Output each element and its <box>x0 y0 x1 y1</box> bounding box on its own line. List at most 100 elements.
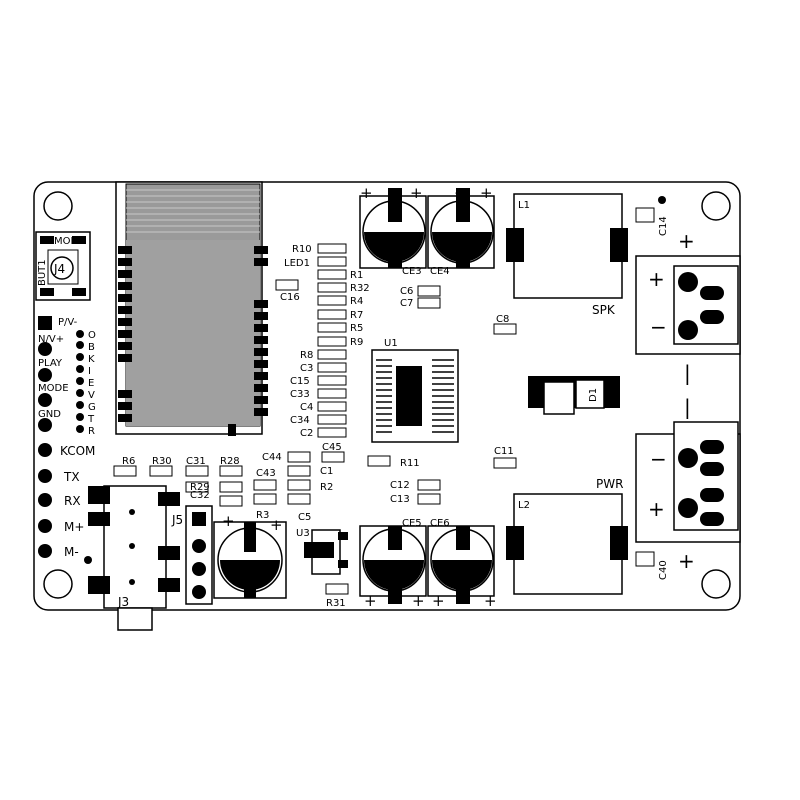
polarity-minus: − <box>650 447 667 471</box>
pin1-dot <box>84 556 92 564</box>
polarity-minus: − <box>650 315 667 339</box>
mounting-hole <box>701 191 731 221</box>
part-label: C1 <box>320 466 333 477</box>
part-label: C45 <box>322 442 342 453</box>
pin-pad <box>38 342 52 356</box>
io-label: KCOM <box>60 444 95 458</box>
part-label: C11 <box>494 446 514 457</box>
part-label: C15 <box>290 376 310 387</box>
part-label: R11 <box>400 458 420 469</box>
part-label: R6 <box>122 456 135 467</box>
polarity-plus: + <box>360 184 373 202</box>
polarity-dash: | <box>684 361 691 385</box>
l1-label: L1 <box>518 200 530 211</box>
part-label: CE4 <box>430 266 450 277</box>
connector-pwr <box>635 421 741 543</box>
pin1-dot <box>658 196 666 204</box>
pin-pad <box>38 418 52 432</box>
pin-pad <box>38 316 52 330</box>
part-label: C5 <box>298 512 311 523</box>
polarity-plus: + <box>484 592 497 610</box>
part-label: R2 <box>320 482 333 493</box>
part-label: C12 <box>390 480 410 491</box>
part-label: CE6 <box>430 518 450 529</box>
io-pad <box>38 443 52 457</box>
mode-button-text: BUT1 <box>37 259 48 286</box>
d1-label: D1 <box>588 388 599 402</box>
part-label: C40 <box>658 560 669 580</box>
side-label: GND <box>38 409 61 420</box>
connector-spk <box>635 255 741 355</box>
polarity-plus: + <box>412 592 425 610</box>
part-label: R30 <box>152 456 172 467</box>
pin-pad <box>38 393 52 407</box>
polarity-dash: | <box>684 395 691 419</box>
io-label: TX <box>63 470 80 484</box>
pin-letter: V <box>88 390 95 401</box>
pin-letter: E <box>88 378 94 389</box>
polarity-plus: + <box>678 549 695 573</box>
part-label: C33 <box>290 389 310 400</box>
regulator-u3 <box>304 529 348 575</box>
part-label: C6 <box>400 286 413 297</box>
j3-label: J3 <box>117 595 129 609</box>
j5-label: J5 <box>171 513 183 527</box>
pin-letter: K <box>88 354 95 365</box>
io-pad <box>38 519 52 533</box>
audio-jack-j3 <box>88 485 180 631</box>
part-label: R10 <box>292 244 312 255</box>
part-label: CE3 <box>402 266 422 277</box>
io-pad <box>38 544 52 558</box>
resistor-column-pads <box>317 243 347 438</box>
trim-pot-r3 <box>213 521 287 599</box>
side-label: P/V- <box>58 317 78 328</box>
polarity-plus: + <box>678 229 695 253</box>
part-label: R1 <box>350 270 363 281</box>
polarity-plus: + <box>410 184 423 202</box>
part-label: LED1 <box>284 258 310 269</box>
part-label: R5 <box>350 323 363 334</box>
bt-module <box>115 181 263 435</box>
polarity-plus: + <box>222 512 235 530</box>
pin-letter: T <box>87 414 95 425</box>
part-label: C44 <box>262 452 282 463</box>
part-label: R28 <box>220 456 240 467</box>
part-label: R4 <box>350 296 363 307</box>
pin-letter: R <box>88 426 95 437</box>
pin-letter: B <box>88 342 95 353</box>
u1-label: U1 <box>384 338 398 349</box>
part-label: C3 <box>300 363 313 374</box>
part-label: R32 <box>350 283 370 294</box>
part-label: C2 <box>300 428 313 439</box>
polarity-plus: + <box>364 592 377 610</box>
polarity-plus: + <box>648 267 665 291</box>
module-pads <box>118 246 268 436</box>
part-label: C13 <box>390 494 410 505</box>
io-label: M- <box>64 545 79 559</box>
mounting-hole <box>43 191 73 221</box>
pin-pad <box>38 368 52 382</box>
mode-button <box>35 231 91 301</box>
electrolytic-ce4 <box>427 188 495 269</box>
side-label: N/V+ <box>38 334 64 345</box>
part-label: C4 <box>300 402 313 413</box>
polarity-plus: + <box>454 184 467 202</box>
part-label: C43 <box>256 468 276 479</box>
smd-pads <box>113 207 655 595</box>
io-pad <box>38 493 52 507</box>
part-label: C7 <box>400 298 413 309</box>
inductor-l2 <box>506 493 628 595</box>
part-label: R9 <box>350 337 363 348</box>
mode-button-label: MODE <box>54 236 85 247</box>
io-pad <box>38 469 52 483</box>
part-label: CE5 <box>402 518 422 529</box>
part-label: C16 <box>280 292 300 303</box>
header-j5 <box>185 505 213 605</box>
part-label: C8 <box>496 314 509 325</box>
part-label: R7 <box>350 310 363 321</box>
side-label: MODE <box>38 383 69 394</box>
pwr-label: PWR <box>596 477 623 491</box>
part-label: R29 <box>190 482 210 493</box>
io-label: M+ <box>64 520 84 534</box>
